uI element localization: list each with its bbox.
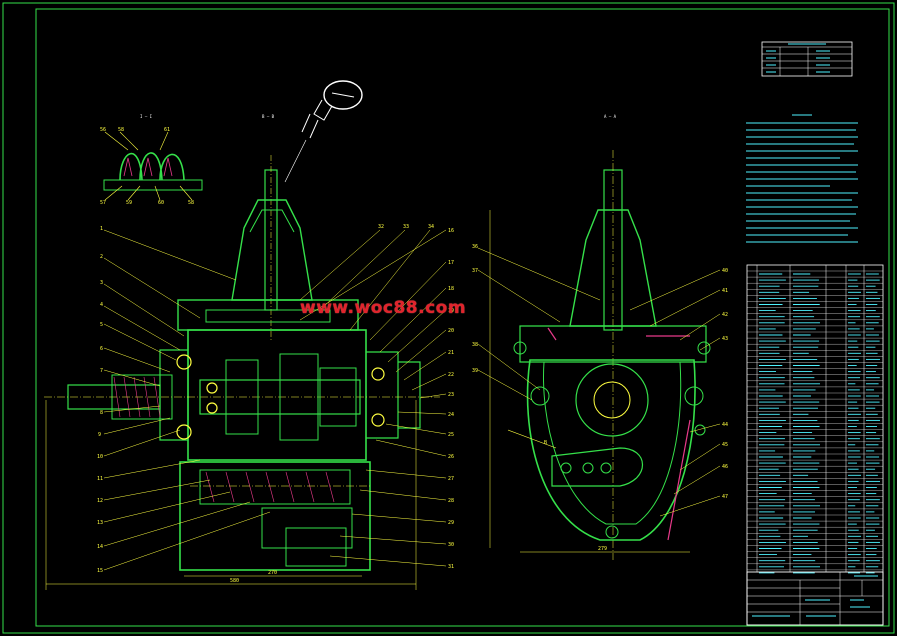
watermark: www.woc88.com (300, 298, 467, 318)
svg-text:32: 32 (378, 224, 384, 230)
svg-text:43: 43 (722, 336, 728, 342)
svg-text:47: 47 (722, 494, 728, 500)
svg-text:18: 18 (448, 286, 454, 292)
dim-279: 279 (598, 546, 607, 552)
svg-text:20: 20 (448, 328, 454, 334)
svg-text:30: 30 (448, 542, 454, 548)
section-1-view: I — I 56 58 61 57 59 60 58 (100, 114, 203, 206)
dim-580: 580 (230, 578, 239, 584)
svg-text:3: 3 (100, 280, 103, 286)
svg-text:38: 38 (472, 342, 478, 348)
section-b-label: B — B (262, 114, 275, 119)
svg-text:15: 15 (97, 568, 103, 574)
svg-text:2: 2 (100, 254, 103, 260)
section-1-label: I — I (140, 114, 153, 119)
svg-text:27: 27 (448, 476, 454, 482)
svg-text:46: 46 (722, 464, 728, 470)
section-a-view: A — A 279 B (472, 114, 728, 560)
svg-text:58: 58 (118, 127, 124, 133)
svg-text:10: 10 (97, 454, 103, 460)
section-a-label: A — A (604, 114, 617, 119)
svg-text:41: 41 (722, 288, 728, 294)
svg-text:34: 34 (428, 224, 434, 230)
svg-text:16: 16 (448, 228, 454, 234)
technical-notes (746, 114, 858, 243)
svg-text:40: 40 (722, 268, 728, 274)
parts-list (746, 264, 884, 626)
svg-text:59: 59 (126, 200, 132, 206)
svg-text:60: 60 (158, 200, 164, 206)
svg-text:29: 29 (448, 520, 454, 526)
inner-frame (35, 8, 890, 627)
svg-text:42: 42 (722, 312, 728, 318)
shift-knob-icon (323, 80, 363, 110)
section-b-view: B — B (44, 80, 454, 590)
svg-text:37: 37 (472, 268, 478, 274)
svg-text:7: 7 (100, 368, 103, 374)
dim-270: 270 (268, 570, 277, 576)
svg-text:1: 1 (100, 226, 103, 232)
svg-text:33: 33 (403, 224, 409, 230)
dim-b: B (544, 440, 547, 446)
svg-text:19: 19 (448, 308, 454, 314)
svg-text:9: 9 (98, 432, 101, 438)
svg-text:61: 61 (164, 127, 170, 133)
svg-text:11: 11 (97, 476, 103, 482)
svg-text:13: 13 (97, 520, 103, 526)
svg-text:5: 5 (100, 322, 103, 328)
svg-text:22: 22 (448, 372, 454, 378)
svg-text:39: 39 (472, 368, 478, 374)
svg-text:24: 24 (448, 412, 454, 418)
svg-text:36: 36 (472, 244, 478, 250)
svg-text:6: 6 (100, 346, 103, 352)
svg-text:4: 4 (100, 302, 103, 308)
svg-text:58: 58 (188, 200, 194, 206)
svg-text:31: 31 (448, 564, 454, 570)
svg-text:17: 17 (448, 260, 454, 266)
svg-text:28: 28 (448, 498, 454, 504)
svg-text:8: 8 (100, 410, 103, 416)
svg-text:12: 12 (97, 498, 103, 504)
svg-text:25: 25 (448, 432, 454, 438)
svg-text:21: 21 (448, 350, 454, 356)
svg-text:45: 45 (722, 442, 728, 448)
svg-text:23: 23 (448, 392, 454, 398)
svg-text:44: 44 (722, 422, 728, 428)
svg-text:26: 26 (448, 454, 454, 460)
svg-text:14: 14 (97, 544, 103, 550)
svg-text:57: 57 (100, 200, 106, 206)
spec-table (761, 41, 853, 77)
svg-text:56: 56 (100, 127, 106, 133)
title-block (746, 571, 884, 626)
